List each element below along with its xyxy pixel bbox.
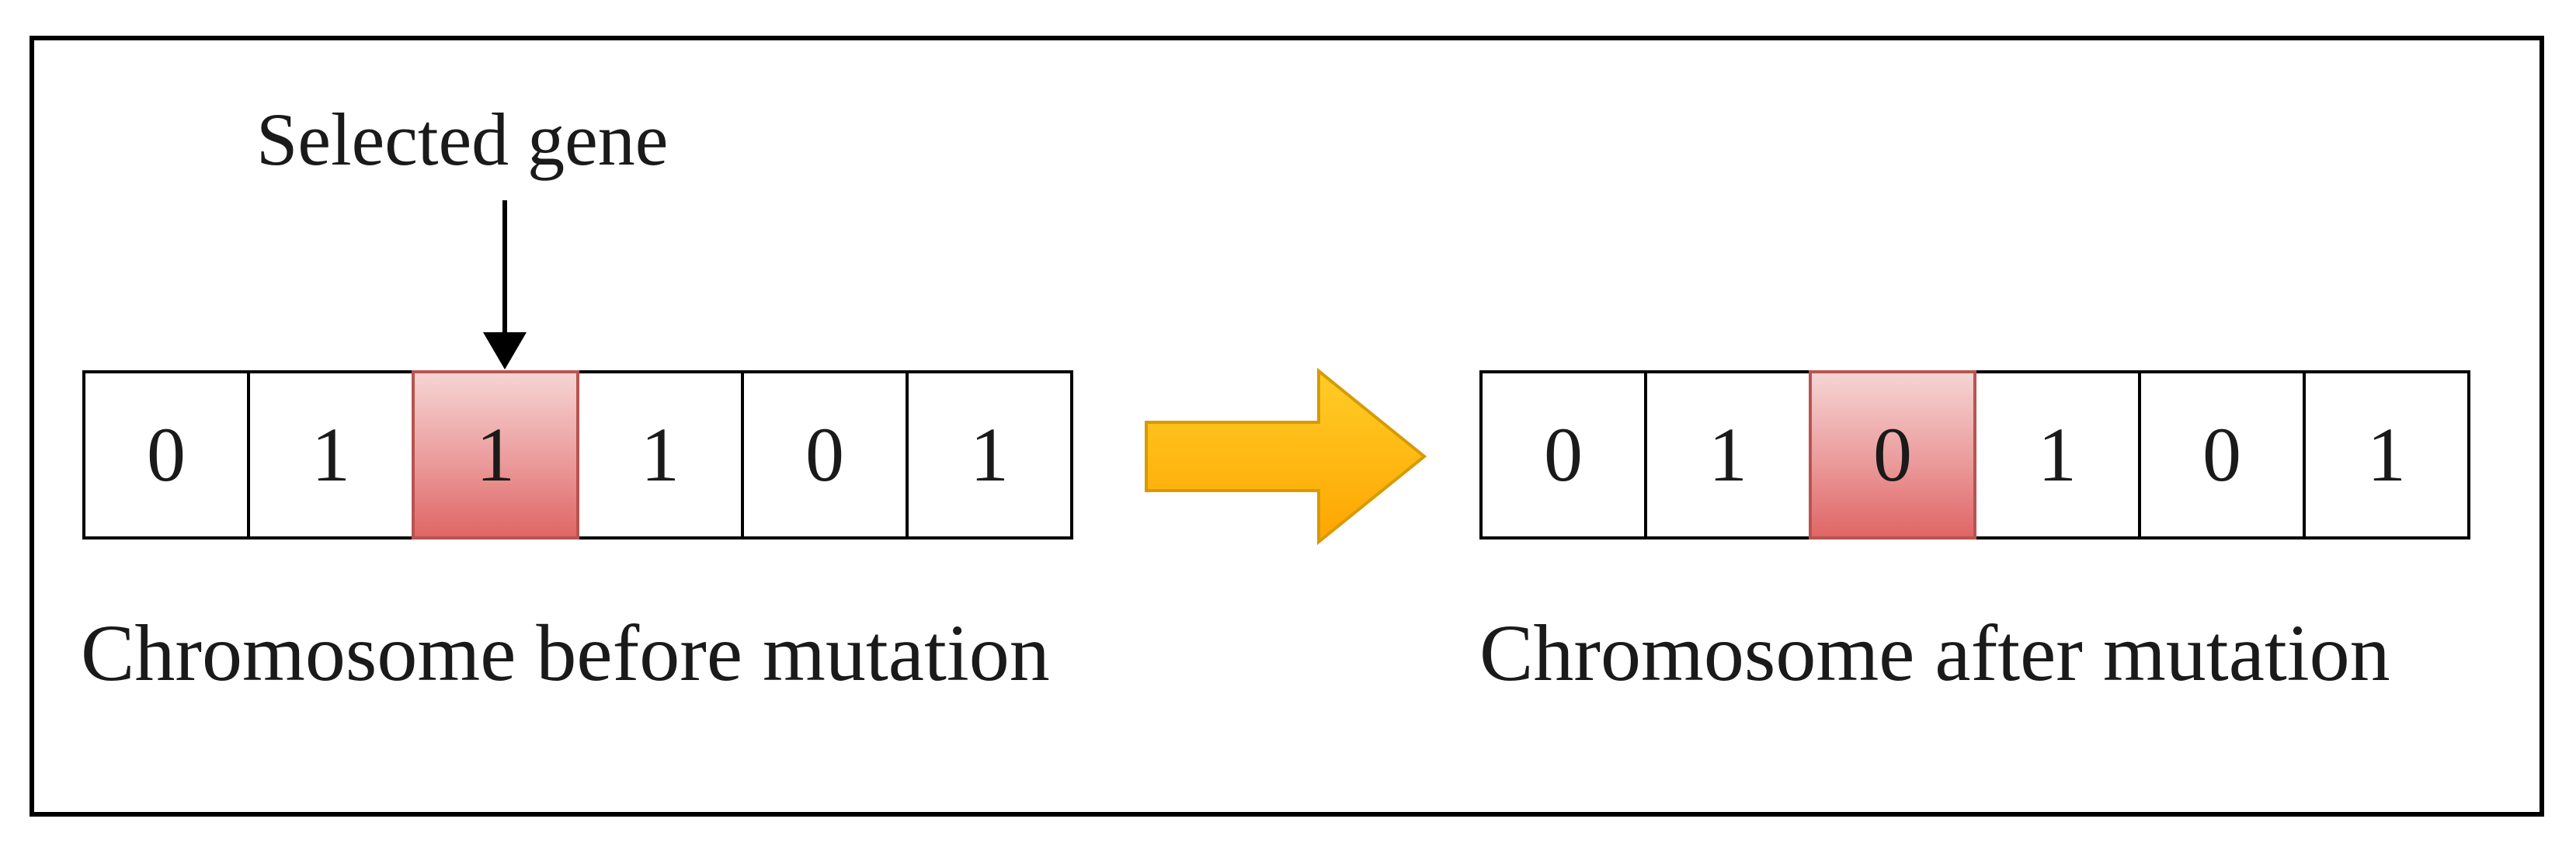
mutated-gene-cell: 0 <box>1809 370 1976 539</box>
gene-cell: 1 <box>1973 370 2141 539</box>
gene-cell: 1 <box>2303 370 2470 539</box>
gene-cell: 0 <box>2138 370 2306 539</box>
chromosome-before: 0 1 1 1 0 1 <box>82 370 1073 539</box>
selected-gene-cell: 1 <box>412 370 579 539</box>
gene-cell: 1 <box>247 370 415 539</box>
down-arrow-icon <box>483 200 527 369</box>
caption-after: Chromosome after mutation <box>1479 609 2390 698</box>
chromosome-after: 0 1 0 1 0 1 <box>1479 370 2470 539</box>
gene-cell: 0 <box>82 370 250 539</box>
gene-cell: 1 <box>1644 370 1812 539</box>
gene-cell: 1 <box>906 370 1073 539</box>
gene-cell: 0 <box>741 370 909 539</box>
right-arrow-icon <box>1145 367 1427 546</box>
selected-gene-label: Selected gene <box>256 98 669 181</box>
caption-before: Chromosome before mutation <box>81 609 1050 698</box>
gene-cell: 0 <box>1479 370 1647 539</box>
gene-cell: 1 <box>576 370 744 539</box>
